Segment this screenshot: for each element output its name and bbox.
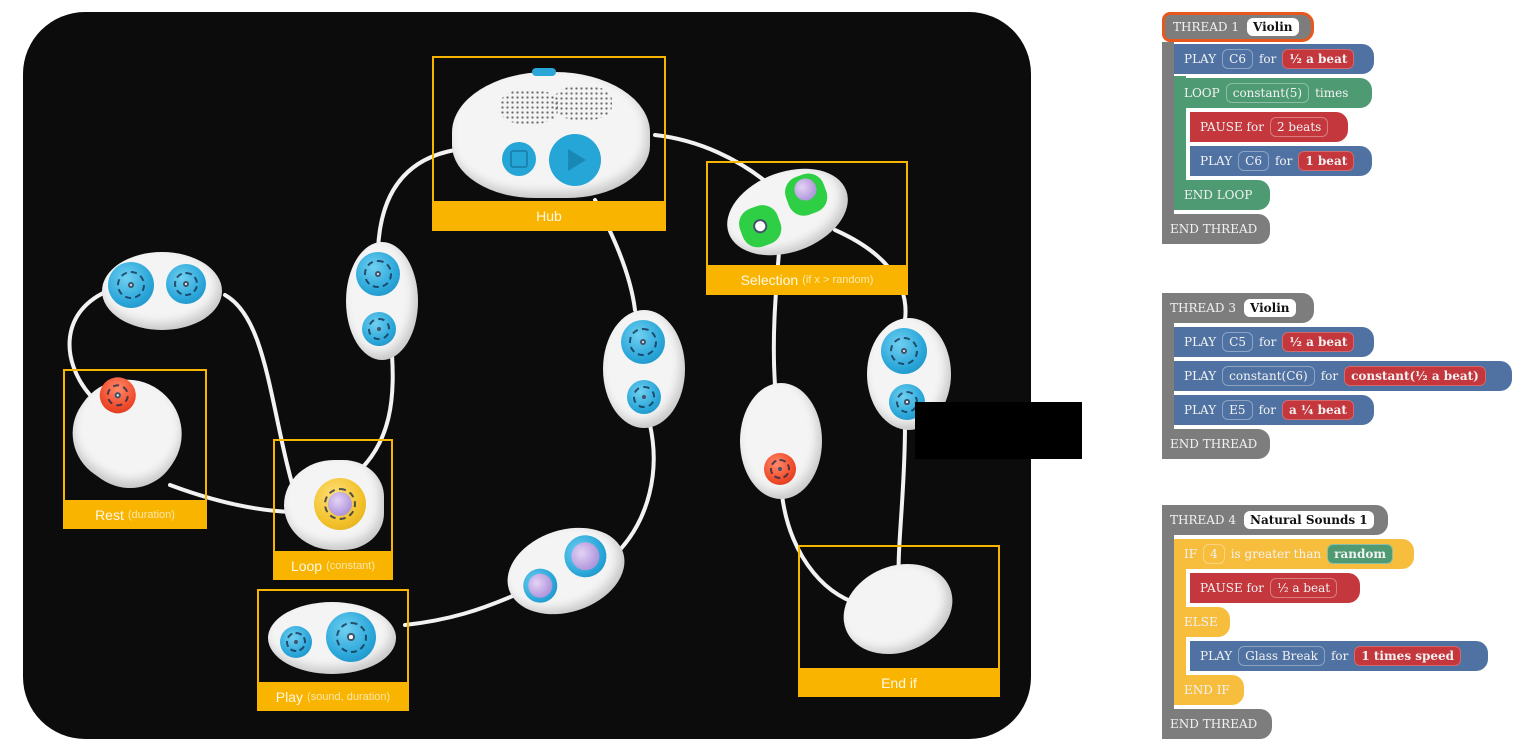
red-knob (764, 453, 796, 485)
play-block[interactable]: PLAY constant(C6) for constant(½ a beat) (1174, 361, 1512, 391)
blue-knob (280, 626, 312, 658)
stop-button-icon (502, 142, 536, 176)
duration-slot[interactable]: a ¼ beat (1281, 400, 1354, 420)
play-label: Play(sound, duration) (257, 682, 409, 711)
blue-knob (108, 262, 154, 308)
blue-knob (326, 612, 376, 662)
double-module-topleft (102, 252, 222, 330)
note-slot[interactable]: C6 (1222, 49, 1253, 69)
duration-slot[interactable]: constant(½ a beat) (1344, 366, 1486, 386)
note-slot[interactable]: C6 (1238, 151, 1269, 171)
hub-speaker-grille-left (500, 90, 558, 124)
speed-slot[interactable]: 1 times speed (1354, 646, 1462, 666)
play-block[interactable]: PLAY C6 for 1 beat (1190, 146, 1372, 176)
duration-slot[interactable]: 2 beats (1269, 117, 1329, 137)
blue-knob (881, 328, 927, 374)
double-module-vertical-left (346, 242, 418, 360)
blue-knob (356, 252, 400, 296)
play-module (268, 602, 396, 674)
blue-knob (558, 529, 612, 583)
thread-spine (1162, 535, 1174, 725)
play-block[interactable]: PLAY C5 for ½ a beat (1174, 327, 1374, 357)
hub-module (452, 68, 650, 198)
selection-label: Selection(if x > random) (706, 265, 908, 295)
blue-knob (518, 564, 562, 608)
if-block[interactable]: IF 4 is greater than random (1174, 539, 1414, 569)
loop-count-slot[interactable]: constant(5) (1225, 83, 1310, 103)
play-block[interactable]: PLAY Glass Break for 1 times speed (1190, 641, 1488, 671)
thread-spine (1162, 323, 1174, 443)
hub-label: Hub (432, 201, 666, 231)
end-if-label: End if (798, 668, 1000, 697)
instrument-selector[interactable]: Natural Sounds 1 (1244, 511, 1374, 529)
purple-cap (525, 570, 556, 601)
loop-block[interactable]: LOOP constant(5) times (1174, 78, 1372, 108)
end-loop-block[interactable]: END LOOP (1174, 180, 1270, 210)
play-block[interactable]: PLAY E5 for a ¼ beat (1174, 395, 1374, 425)
random-slot[interactable]: random (1327, 544, 1394, 564)
instrument-selector[interactable]: Violin (1244, 299, 1296, 317)
note-slot[interactable]: E5 (1222, 400, 1253, 420)
double-module-vertical-mid (603, 310, 685, 428)
play-button-icon (549, 134, 601, 186)
duration-slot[interactable]: ½ a beat (1282, 332, 1355, 352)
thread-spine (1162, 42, 1174, 226)
loop-spine (1174, 76, 1186, 206)
note-slot[interactable]: constant(C6) (1222, 366, 1315, 386)
value-slot[interactable]: 4 (1203, 544, 1225, 564)
rest-label: Rest(duration) (63, 500, 207, 529)
note-slot[interactable]: C5 (1222, 332, 1253, 352)
single-module-red (740, 383, 822, 499)
pause-block[interactable]: PAUSE for ½ a beat (1190, 573, 1360, 603)
duration-slot[interactable]: ½ a beat (1282, 49, 1355, 69)
end-thread-block[interactable]: END THREAD (1162, 214, 1270, 244)
thread-header[interactable]: THREAD 1 Violin (1162, 12, 1314, 42)
purple-cap (567, 538, 604, 574)
purple-cap (327, 491, 352, 516)
end-if-block[interactable]: END IF (1174, 675, 1244, 705)
play-block[interactable]: PLAY C6 for ½ a beat (1174, 44, 1374, 74)
blue-knob (621, 320, 665, 364)
sound-slot[interactable]: Glass Break (1238, 646, 1325, 666)
loop-label: Loop(constant) (273, 551, 393, 580)
end-thread-block[interactable]: END THREAD (1162, 429, 1270, 459)
hub-indicator-light (532, 68, 556, 76)
blue-knob (627, 380, 661, 414)
end-thread-block[interactable]: END THREAD (1162, 709, 1272, 739)
thread-header[interactable]: THREAD 3 Violin (1162, 293, 1314, 323)
duration-slot[interactable]: ½ a beat (1269, 578, 1338, 598)
duration-slot[interactable]: 1 beat (1298, 151, 1355, 171)
yellow-knob (314, 478, 366, 530)
instrument-selector[interactable]: Violin (1247, 18, 1299, 36)
thread-header[interactable]: THREAD 4 Natural Sounds 1 (1162, 505, 1388, 535)
blue-knob (362, 312, 396, 346)
pause-block[interactable]: PAUSE for 2 beats (1190, 112, 1348, 142)
redaction-box (915, 402, 1082, 459)
else-block[interactable]: ELSE (1174, 607, 1230, 637)
loop-module (284, 460, 384, 550)
hub-speaker-grille-right (554, 86, 612, 120)
blue-knob (166, 264, 206, 304)
